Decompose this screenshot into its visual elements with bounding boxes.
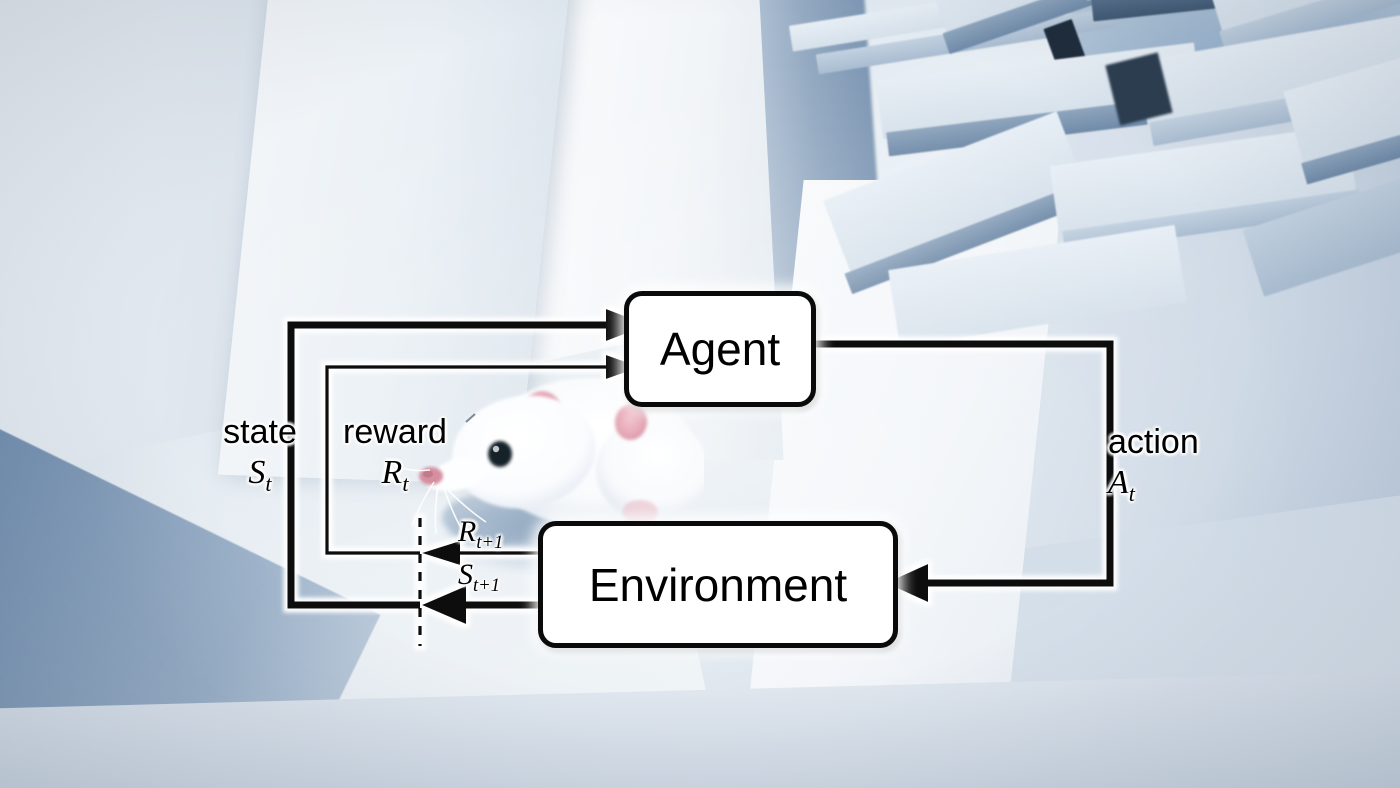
rat-eye-highlight bbox=[492, 445, 500, 453]
edge-reward-path bbox=[325, 355, 640, 555]
action-label-symbol: At bbox=[1108, 463, 1135, 506]
rat-snout bbox=[427, 456, 489, 492]
edge-reward-next bbox=[422, 541, 538, 565]
action-label-word: action bbox=[1108, 423, 1199, 461]
edge-action-arrowhead bbox=[886, 564, 928, 602]
rat-brow-hair bbox=[465, 413, 476, 423]
state-label-word: state bbox=[223, 413, 297, 451]
edge-state-next-arrowhead bbox=[422, 586, 466, 624]
action-label: action At bbox=[1108, 423, 1238, 506]
state-label-symbol: St bbox=[248, 453, 272, 496]
edge-reward-arrowhead bbox=[606, 355, 640, 379]
reward-label-word: reward bbox=[343, 413, 447, 451]
rat-head bbox=[452, 395, 596, 509]
edge-state-next bbox=[422, 586, 538, 624]
rat-ear-right bbox=[614, 404, 648, 440]
state-next-label: St+1 bbox=[458, 558, 501, 596]
rat-haunch bbox=[596, 418, 708, 522]
rat-foot bbox=[622, 500, 658, 524]
reward-next-label: Rt+1 bbox=[458, 515, 504, 553]
edge-reward-next-arrowhead bbox=[422, 541, 460, 565]
agent-node-label: Agent bbox=[659, 323, 781, 375]
state-label: state St bbox=[190, 413, 330, 496]
agent-node[interactable]: Agent bbox=[624, 291, 816, 407]
environment-node[interactable]: Environment bbox=[538, 521, 898, 648]
edge-action-path bbox=[806, 340, 1114, 602]
reward-label: reward Rt bbox=[325, 413, 465, 496]
environment-node-label: Environment bbox=[588, 558, 848, 611]
rat-nostril bbox=[423, 470, 433, 478]
reward-label-symbol: Rt bbox=[381, 453, 409, 496]
